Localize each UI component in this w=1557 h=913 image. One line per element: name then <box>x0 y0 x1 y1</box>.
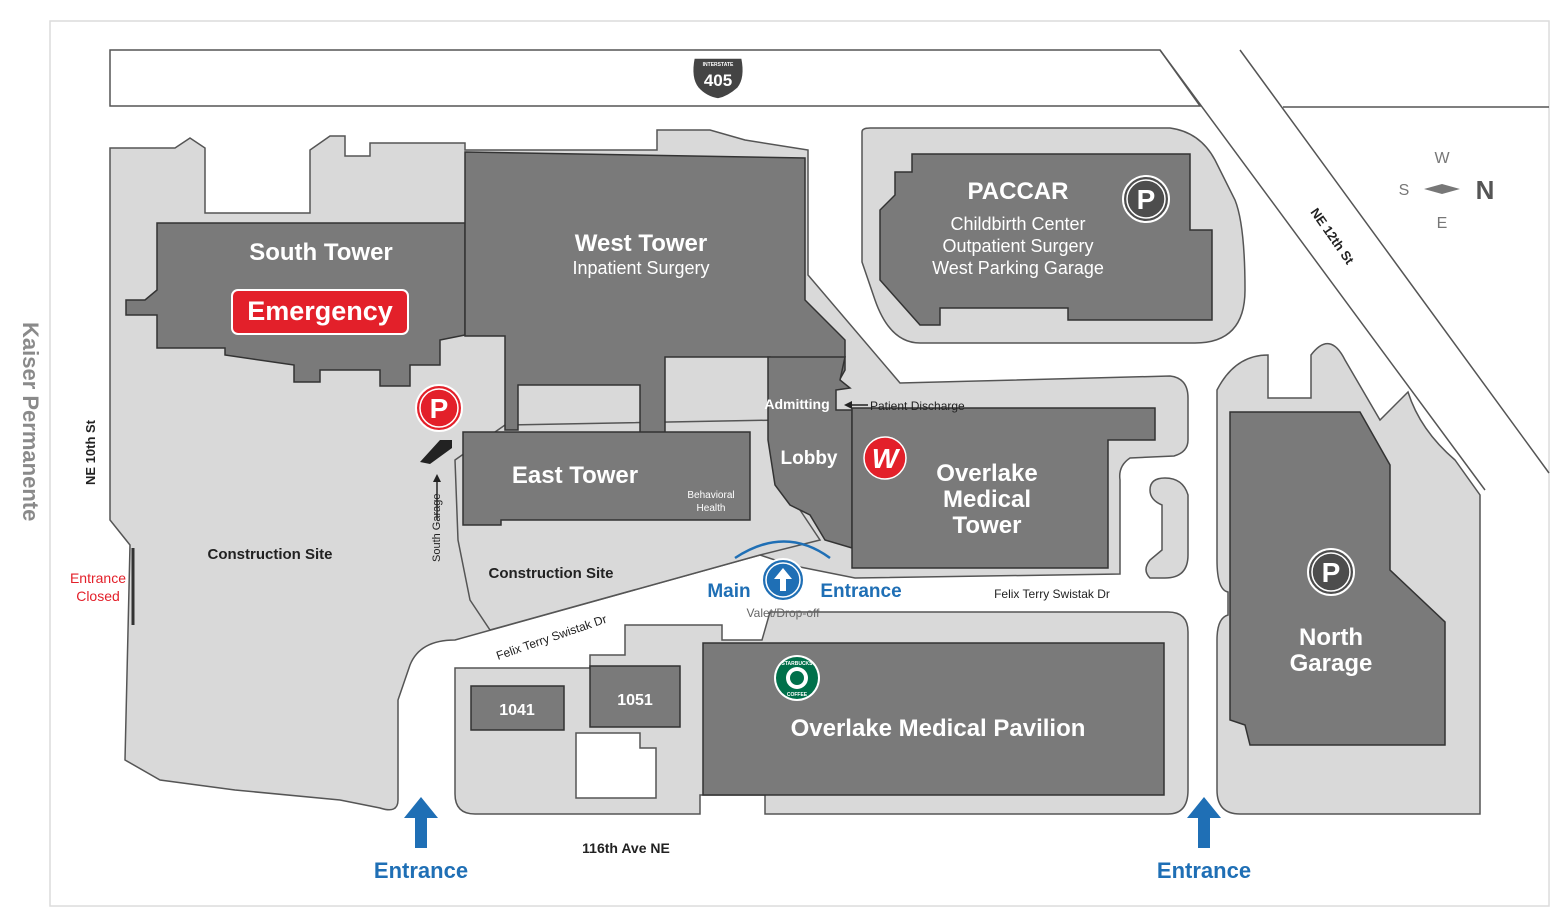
construction-site-label-1: Construction Site <box>207 546 332 563</box>
compass-e: E <box>1437 215 1448 232</box>
south-garage-arrow-icon <box>433 474 441 482</box>
paccar-label: PACCAR <box>968 178 1069 205</box>
ne12-road-edge-west <box>1159 49 1486 491</box>
valet-label: Valet/Drop-off <box>747 606 821 620</box>
east-tower-label: East Tower <box>512 462 638 489</box>
west-tower-label: West Tower <box>575 230 707 257</box>
parking-icon-south: P <box>415 384 463 432</box>
main-entrance-arc <box>734 540 831 560</box>
compass-w: W <box>1434 150 1450 167</box>
west-tower-sub: Inpatient Surgery <box>572 258 709 278</box>
parking-paccar-ring <box>1126 179 1166 219</box>
interstate-shield-body <box>691 57 745 100</box>
parking-south-letter: P <box>430 393 449 424</box>
parking-south-ring <box>419 388 459 428</box>
interstate-shield: INTERSTATE 405 <box>691 57 745 100</box>
entrance-right-arrow-icon <box>1187 797 1221 848</box>
omt-label-1: Overlake <box>936 460 1037 487</box>
compass-needle-icon <box>1424 184 1460 194</box>
compass: W S E N <box>1399 150 1495 232</box>
starbucks-top-text: STARBUCKS <box>781 661 813 667</box>
paccar-sub-3: West Parking Garage <box>932 258 1104 278</box>
south-tower-label: South Tower <box>249 239 393 266</box>
parking-north-ring <box>1311 552 1351 592</box>
building-1041-label: 1041 <box>499 702 535 719</box>
starbucks-siren-icon <box>790 671 804 685</box>
walgreens-letter-icon: W <box>872 443 901 474</box>
entrance-left-label: Entrance <box>374 858 468 883</box>
east-tower-building <box>462 431 751 526</box>
paccar-sub-2: Outpatient Surgery <box>942 236 1093 256</box>
pavilion-label: Overlake Medical Pavilion <box>791 715 1086 742</box>
north-garage-label-2: Garage <box>1290 650 1373 677</box>
walgreens-logo: W <box>863 436 907 480</box>
patient-discharge-arrow-icon <box>844 401 852 409</box>
starbucks-logo: STARBUCKS COFFEE <box>774 655 820 701</box>
parking-icon-paccar: P <box>1122 175 1170 223</box>
compass-s: S <box>1399 182 1410 199</box>
main-entrance-icon-ring <box>765 562 801 598</box>
entrance-closed-label-2: Closed <box>76 588 120 604</box>
parking-south-circle <box>415 384 463 432</box>
south-garage-label: South Garage <box>431 494 443 563</box>
north-garage-label-1: North <box>1299 624 1363 651</box>
ave116-label: 116th Ave NE <box>582 840 670 856</box>
walgreens-circle <box>863 436 907 480</box>
ne12-road-edge-east <box>1239 49 1550 474</box>
building-1051-label: 1051 <box>617 692 653 709</box>
behavioral-label-2: Health <box>697 503 726 514</box>
west-tower-building <box>464 151 846 441</box>
emergency-label: Emergency <box>247 296 393 326</box>
pavilion-cutout <box>575 732 657 799</box>
parking-north-letter: P <box>1322 557 1341 588</box>
interstate-405-road <box>109 49 1202 107</box>
ground-hook <box>1145 477 1189 579</box>
overlake-medical-tower-building <box>851 407 1156 569</box>
paccar-sub-1: Childbirth Center <box>950 214 1085 234</box>
behavioral-label-1: Behavioral <box>687 490 734 501</box>
shield-number: 405 <box>704 71 732 90</box>
ne10-label: NE 10th St <box>83 419 98 485</box>
parking-paccar-circle <box>1122 175 1170 223</box>
kaiser-label: Kaiser Permanente <box>18 322 43 521</box>
omt-label-2: Medical <box>943 486 1031 513</box>
felix-label-2: Felix Terry Swistak Dr <box>994 587 1110 601</box>
emergency-badge <box>231 289 409 335</box>
admitting-label: Admitting <box>764 396 829 412</box>
parking-paccar-letter: P <box>1137 184 1156 215</box>
main-entrance-arrow-icon <box>774 568 792 591</box>
entrance-right-label: Entrance <box>1157 858 1251 883</box>
entrance-closed-label-1: Entrance <box>70 570 126 586</box>
building-1051 <box>589 665 681 728</box>
entrance-left-arrow-icon <box>404 797 438 848</box>
construction-site-label-2: Construction Site <box>488 565 613 582</box>
starbucks-bottom-text: COFFEE <box>787 692 808 698</box>
patient-discharge-label: Patient Discharge <box>870 399 965 413</box>
shield-top-text: INTERSTATE <box>703 62 734 68</box>
compass-n: N <box>1476 175 1495 205</box>
main-entrance-label: Entrance <box>820 581 901 602</box>
omt-label-3: Tower <box>953 512 1022 539</box>
parking-north-circle <box>1307 548 1355 596</box>
building-1041 <box>470 685 565 731</box>
lobby-label: Lobby <box>781 448 838 469</box>
main-label: Main <box>707 581 750 602</box>
south-garage-ramp <box>420 440 452 464</box>
parking-icon-north: P <box>1307 548 1355 596</box>
